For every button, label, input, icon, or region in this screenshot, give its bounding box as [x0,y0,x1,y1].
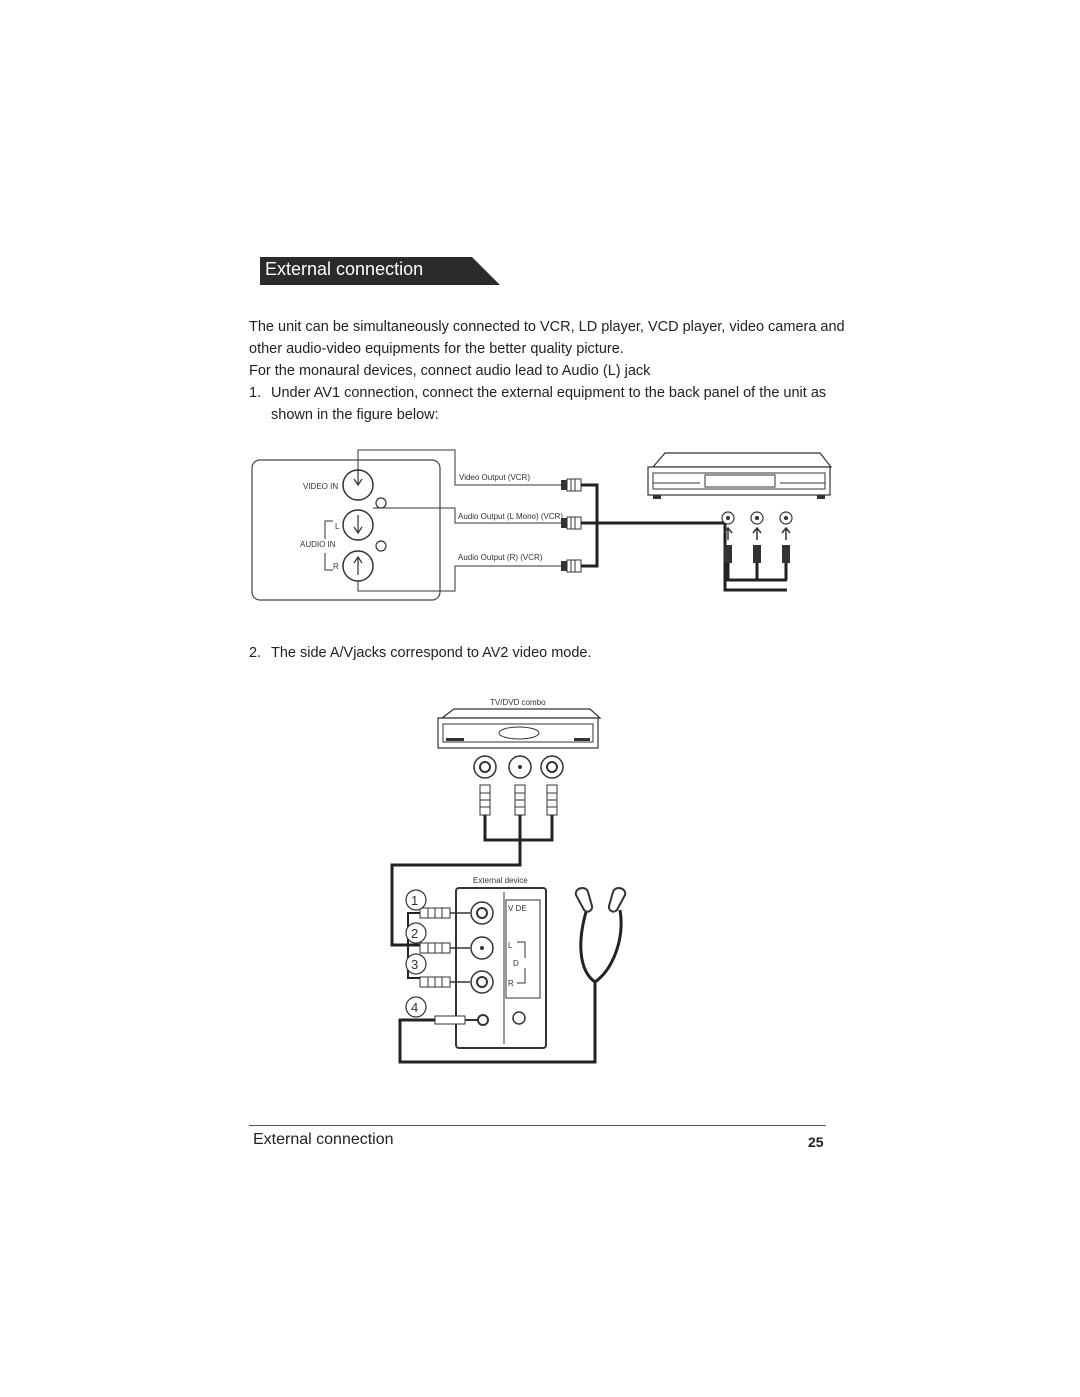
callout-4: 4 [411,1000,418,1015]
callout-3: 3 [411,957,418,972]
audio-output-l-label: Audio Output (L Mono) (VCR) [458,512,563,521]
plug-video [561,478,582,492]
audio-in-label: AUDIO IN [300,540,336,549]
callout-1: 1 [411,893,418,908]
av2-connection-diagram: TV/DVD combo External device V DE L D R [390,698,627,1064]
step-1-number: 1. [249,385,262,401]
video-in-label: VIDEO IN [303,482,338,491]
section-title: External connection [265,259,424,279]
page-number: 25 [808,1134,824,1150]
footer-title: External connection [253,1131,394,1148]
step-2: 2. The side A/Vjacks correspond to AV2 vi… [249,642,592,664]
intro-line-3: For the monaural devices, connect audio … [249,363,651,379]
section-banner: External connection [260,257,500,285]
banner-shape [260,257,500,285]
intro-line-1: The unit can be simultaneously connected… [249,319,845,335]
audio-l-label: L [335,522,340,531]
step-1-line-2: shown in the figure below: [271,407,439,423]
intro-line-2: other audio-video equipments for the bet… [249,341,624,357]
vde-label: V DE [508,904,527,913]
external-device-panel [455,887,547,1049]
headphone-icon [512,1011,526,1025]
step-1-text: Under AV1 connection, connect the extern… [271,385,827,401]
step-2-text: The side A/Vjacks correspond to AV2 vide… [271,645,592,661]
step-1-line-1: 1. Under AV1 connection, connect the exte… [249,382,826,404]
av1-connection-diagram: VIDEO IN AUDIO IN L R Video Output (VCR)… [251,449,833,601]
footer-rule [249,1125,826,1126]
panel-l-label: L [508,941,513,950]
step-2-number: 2. [249,645,262,661]
tv-dvd-combo-device [437,708,602,749]
external-device-label: External device [473,876,528,885]
panel-screw-1 [375,497,387,509]
tv-back-panel [251,459,441,601]
plug-audio-r [561,559,582,573]
panel-screw-2 [375,540,387,552]
panel-d-label: D [513,959,519,968]
callout-2: 2 [411,926,418,941]
audio-r-label: R [333,562,339,571]
earphones-icon [574,887,627,913]
vcr-device [647,452,833,499]
video-output-label: Video Output (VCR) [459,473,530,482]
audio-output-r-label: Audio Output (R) (VCR) [458,553,543,562]
tv-dvd-combo-label: TV/DVD combo [490,698,546,707]
plug-audio-l [561,516,582,530]
panel-r-label: R [508,979,514,988]
